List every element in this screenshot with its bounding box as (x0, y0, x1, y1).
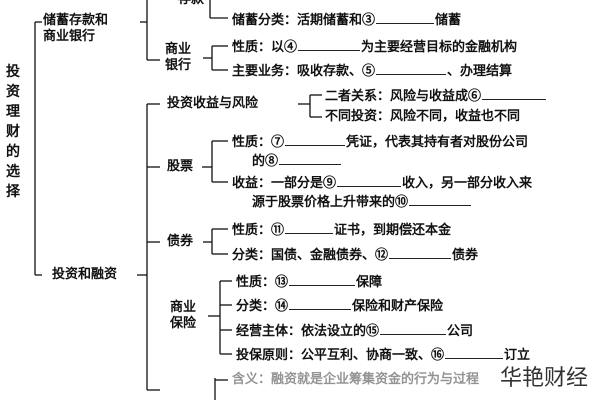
bond: 债券 (167, 234, 194, 249)
bank-nature: 性质：以④ 为主要经营目标的金融机构 (232, 38, 517, 56)
blank-16 (445, 346, 504, 359)
stock-nature-2-prefix: 的⑧ (252, 154, 279, 169)
insurance-principle-suffix: 订立 (504, 348, 531, 363)
watermark: 华艳财经 (495, 360, 592, 392)
branch-invest: 投资和融资 (52, 267, 118, 282)
blank-4 (298, 38, 361, 51)
root-topic: 投资理财的选择 (6, 64, 20, 200)
blank-8 (279, 152, 342, 165)
bank-business-suffix: 、办理结算 (447, 64, 513, 79)
bond-type: 分类：国债、金融债券、⑫ 债券 (232, 246, 478, 264)
bond-nature-prefix: 性质：⑪ (232, 223, 285, 238)
blank-15 (380, 322, 447, 335)
savings-type-suffix: 储蓄 (435, 13, 462, 28)
blank-12 (389, 246, 452, 259)
financing-meaning: 含义：融资就是企业筹集资金的行为与过程 (232, 372, 480, 387)
insurance-type-prefix: 分类：⑭ (236, 299, 289, 314)
blank-10 (409, 193, 472, 206)
blank-5 (376, 62, 447, 75)
bond-type-prefix: 分类：国债、金融债券、⑫ (232, 248, 389, 263)
commercial-bank-line2: 银行 (165, 58, 192, 73)
bank-nature-prefix: 性质：以④ (232, 40, 298, 55)
deposit-label: 存款 (178, 0, 204, 8)
stock-income-1: 收益：一部分是⑨ 收入，另一部分收入来 (232, 174, 532, 192)
stock-nature-1: 性质：⑦ 凭证，代表其持有者对股份公司 (232, 133, 528, 151)
stock-income-2-prefix: 源于股票价格上升带来的⑩ (252, 195, 409, 210)
blank-11 (285, 221, 334, 234)
different-risk: 不同投资：风险不同，收益也不同 (325, 109, 521, 124)
bond-nature: 性质：⑪ 证书，到期偿还本金 (232, 221, 451, 239)
blank-6 (482, 87, 547, 100)
insurance-subject-prefix: 经营主体：依法设立的⑮ (236, 324, 380, 339)
bank-business: 主要业务：吸收存款、⑤ 、办理结算 (232, 62, 512, 80)
stock-income-1-suffix: 收入，另一部分收入来 (402, 176, 533, 191)
bank-business-prefix: 主要业务：吸收存款、⑤ (232, 64, 376, 79)
commercial-bank-line1: 商业 (165, 42, 192, 57)
bank-nature-suffix: 为主要经营目标的金融机构 (361, 40, 518, 55)
relation-prefix: 二者关系：风险与收益成⑥ (325, 89, 482, 104)
blank-7 (285, 133, 346, 146)
blank-3 (376, 11, 435, 24)
blank-9 (337, 174, 402, 187)
branch-savings-line2: 商业银行 (43, 29, 96, 44)
stock: 股票 (167, 159, 194, 174)
branch-savings-line1: 储蓄存款和 (43, 13, 109, 28)
insurance-line1: 商业 (170, 300, 197, 315)
savings-type-prefix: 储蓄分类：活期储蓄和③ (232, 13, 376, 28)
stock-income-2: 源于股票价格上升带来的⑩ (252, 193, 472, 211)
return-risk: 投资收益与风险 (167, 96, 259, 111)
insurance-nature-prefix: 性质：⑬ (236, 275, 289, 290)
insurance-subject: 经营主体：依法设立的⑮ 公司 (236, 322, 473, 340)
insurance-principle: 投保原则：公平互利、协商一致、⑯ 订立 (236, 346, 530, 364)
savings-type: 储蓄分类：活期储蓄和③ 储蓄 (232, 11, 461, 29)
insurance-line2: 保险 (170, 316, 197, 331)
blank-14 (289, 297, 352, 310)
bond-nature-suffix: 证书，到期偿还本金 (334, 223, 452, 238)
bond-type-suffix: 债券 (452, 248, 479, 263)
insurance-subject-suffix: 公司 (447, 324, 474, 339)
stock-nature-1-prefix: 性质：⑦ (232, 135, 285, 150)
insurance-type: 分类：⑭ 保险和财产保险 (236, 297, 443, 315)
insurance-nature: 性质：⑬ 保障 (236, 273, 382, 291)
stock-income-1-prefix: 收益：一部分是⑨ (232, 176, 337, 191)
insurance-nature-suffix: 保障 (356, 275, 383, 290)
blank-13 (289, 273, 356, 286)
insurance-type-suffix: 保险和财产保险 (352, 299, 444, 314)
relation: 二者关系：风险与收益成⑥ (325, 87, 547, 105)
stock-nature-2: 的⑧ (252, 152, 342, 170)
insurance-principle-prefix: 投保原则：公平互利、协商一致、⑯ (236, 348, 445, 363)
stock-nature-1-suffix: 凭证，代表其持有者对股份公司 (346, 135, 529, 150)
